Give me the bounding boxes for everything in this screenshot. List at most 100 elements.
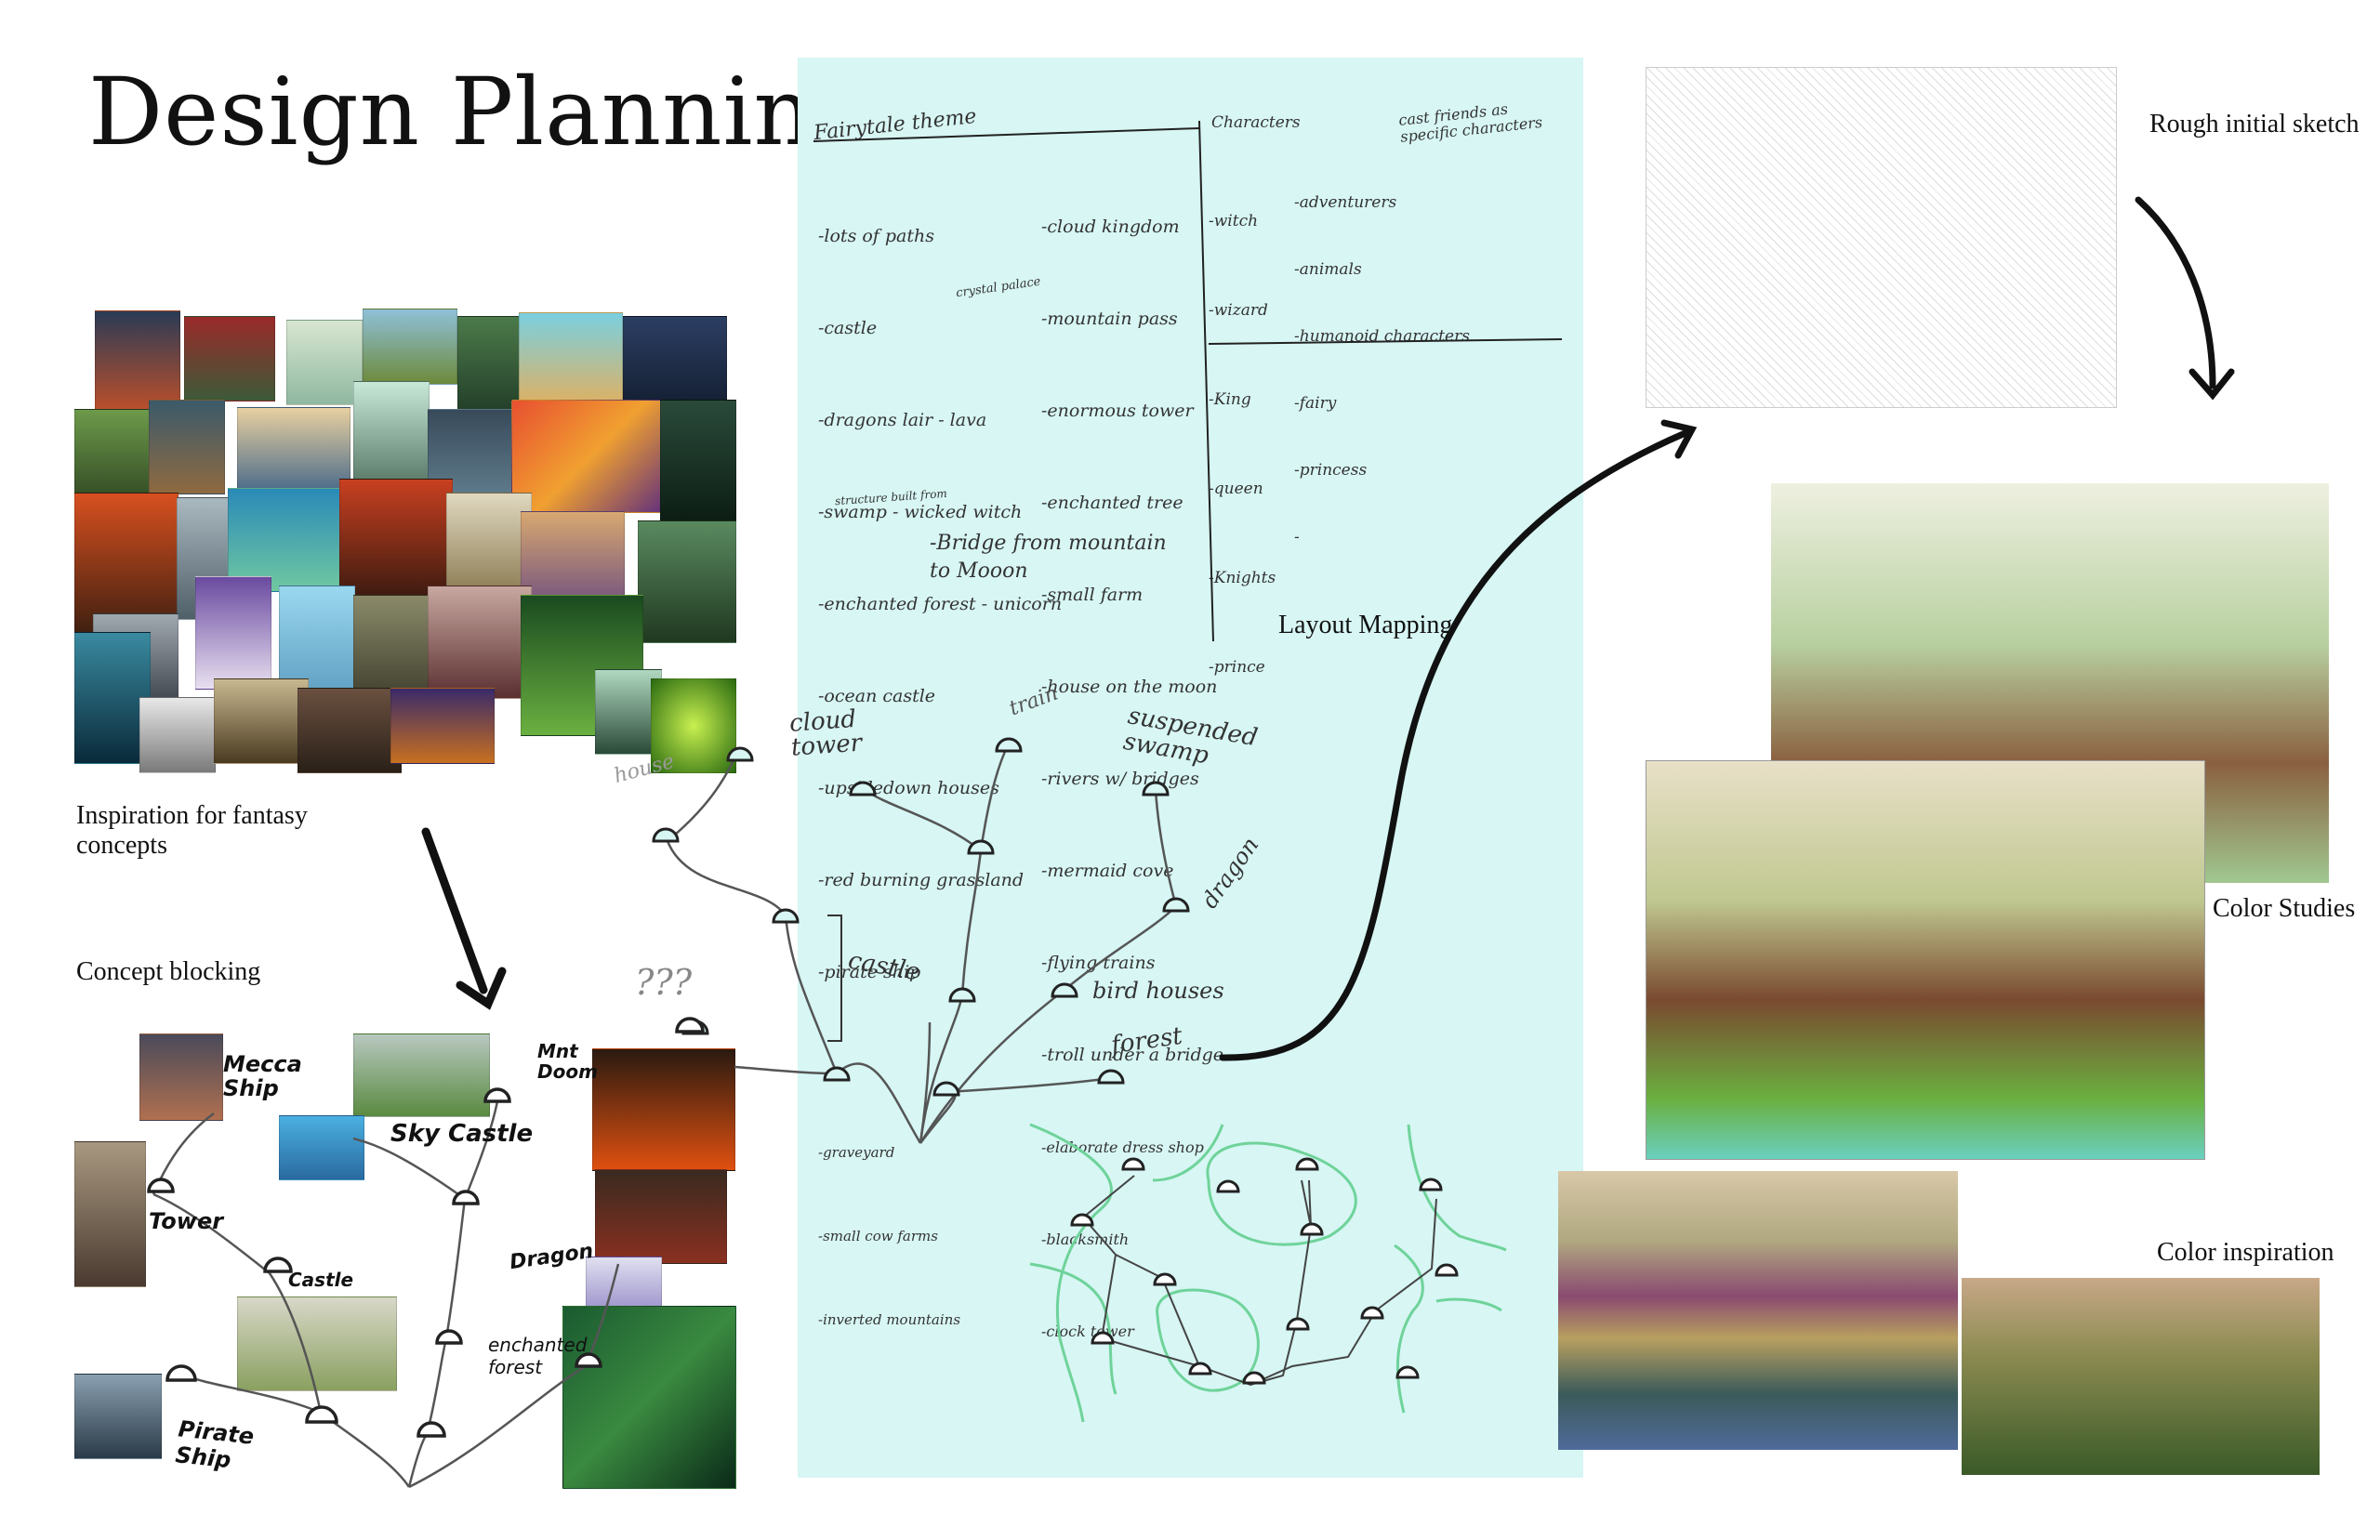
green-map-paths — [1081, 1175, 1437, 1387]
collage-image — [139, 697, 216, 773]
list-item: -swamp - wicked witch — [818, 502, 1023, 522]
map-node — [1395, 1365, 1420, 1379]
caption-color-inspiration: Color inspiration — [2157, 1238, 2334, 1267]
list-item: -princess — [1294, 461, 1368, 480]
list-item: -witch — [1209, 212, 1259, 230]
label-tower: Tower — [149, 1208, 224, 1234]
map-node — [932, 1081, 960, 1097]
collage-image — [390, 688, 495, 764]
list-item: -flying trains — [1041, 953, 1156, 973]
map-node — [1097, 1069, 1125, 1085]
label-mecca-ship: Mecca Ship — [223, 1051, 302, 1101]
map-node — [1242, 1371, 1266, 1385]
list-item: -adventurers — [1294, 193, 1397, 212]
list-item: -graveyard — [818, 1144, 895, 1161]
label-cloud-tower: cloud tower — [788, 704, 864, 762]
page-title: Design Planning — [88, 58, 875, 166]
list-item: -King — [1209, 390, 1251, 409]
list-item: -animals — [1294, 260, 1362, 279]
map-node — [675, 1017, 705, 1033]
rough-sketch-image — [1646, 67, 2117, 408]
color-study-2-image — [1646, 760, 2205, 1160]
collage-image — [363, 309, 457, 385]
list-item: - — [1294, 528, 1300, 546]
map-node — [1121, 1157, 1145, 1171]
map-node — [1188, 1362, 1212, 1375]
collage-image — [339, 479, 453, 601]
list-item: -red burning grassland — [818, 870, 1025, 890]
caption-inspiration: Inspiration for fantasy concepts — [76, 801, 308, 860]
map-node — [1153, 1272, 1177, 1286]
collage-image — [95, 310, 180, 415]
map-node — [483, 1087, 511, 1103]
layout-nodes — [652, 737, 1190, 1097]
map-node — [1142, 781, 1170, 796]
caption-layout-mapping: Layout Mapping — [1278, 611, 1453, 639]
list-item: -cloud kingdom — [1041, 217, 1180, 237]
map-node — [165, 1364, 197, 1382]
caption-rough-sketch: Rough initial sketch — [2149, 110, 2360, 138]
list-item: -mountain pass — [1041, 309, 1178, 329]
map-node — [967, 839, 995, 855]
green-map — [1029, 1123, 1507, 1423]
collage-image — [184, 316, 275, 401]
list-item: -elaborate dress shop — [1041, 1139, 1204, 1156]
list-item: -enchanted forest - unicorn — [818, 594, 1063, 614]
map-node — [823, 1066, 851, 1082]
notes-theme-col1: -lots of paths -castle -dragons lair - l… — [818, 160, 1062, 1362]
label-bird-houses: bird houses — [1092, 978, 1224, 1004]
label-castle-blocking: Castle — [288, 1269, 354, 1291]
list-item: -enormous tower — [1041, 401, 1194, 421]
tower-image — [74, 1141, 146, 1287]
collage-image — [638, 520, 736, 643]
collage-image — [195, 576, 271, 690]
collage-image — [353, 381, 430, 485]
collage-image — [214, 678, 309, 764]
map-node — [305, 1405, 338, 1424]
collage-image — [446, 493, 532, 597]
list-item: -mermaid cove — [1041, 861, 1174, 881]
label-question: ??? — [635, 962, 693, 1003]
color-swatch-image — [1558, 1171, 1958, 1450]
list-item: -enchanted tree — [1041, 493, 1183, 513]
characters-heading: Characters — [1211, 113, 1301, 132]
arrow-down-icon — [421, 827, 507, 1010]
sky-castle-image — [353, 1033, 490, 1117]
map-node — [1162, 897, 1190, 913]
collage-image — [519, 312, 623, 407]
pirate-ship-image — [74, 1374, 162, 1459]
inspiration-collage — [74, 307, 736, 773]
map-node — [1300, 1222, 1324, 1236]
notes-theme-col2: -cloud kingdom -mountain pass -enormous … — [1041, 151, 1223, 1377]
label-enchanted-forest: enchanted forest — [488, 1334, 588, 1378]
green-map-nodes — [1070, 1157, 1459, 1385]
castle-bracket — [827, 915, 842, 1042]
enchanted-forest-image — [562, 1306, 736, 1489]
map-node — [849, 781, 877, 796]
color-inspiration-image — [1962, 1278, 2320, 1475]
collage-image — [149, 400, 225, 494]
caption-color-studies: Color Studies — [2213, 894, 2356, 923]
dragon-image — [595, 1169, 727, 1264]
map-node — [1286, 1317, 1310, 1331]
map-node — [1070, 1213, 1094, 1227]
collage-image — [286, 320, 363, 405]
mecca-ship-image — [139, 1033, 223, 1121]
list-item: -Knights — [1209, 569, 1276, 587]
map-node — [1435, 1263, 1459, 1277]
map-node — [575, 1352, 602, 1368]
map-node — [948, 987, 976, 1003]
caption-concept-blocking: Concept blocking — [76, 957, 261, 986]
map-node — [1216, 1179, 1240, 1193]
map-node — [1419, 1178, 1443, 1191]
map-node — [147, 1178, 175, 1193]
map-node — [1091, 1331, 1115, 1345]
mnt-doom-image — [592, 1048, 735, 1171]
map-node — [995, 737, 1023, 753]
castle-image — [237, 1296, 397, 1391]
map-node — [435, 1329, 463, 1345]
list-item: -queen — [1209, 480, 1263, 498]
list-item: -upsidedown houses — [818, 778, 999, 798]
arrow-curve-down-icon — [2135, 196, 2235, 401]
collage-image — [651, 678, 736, 773]
